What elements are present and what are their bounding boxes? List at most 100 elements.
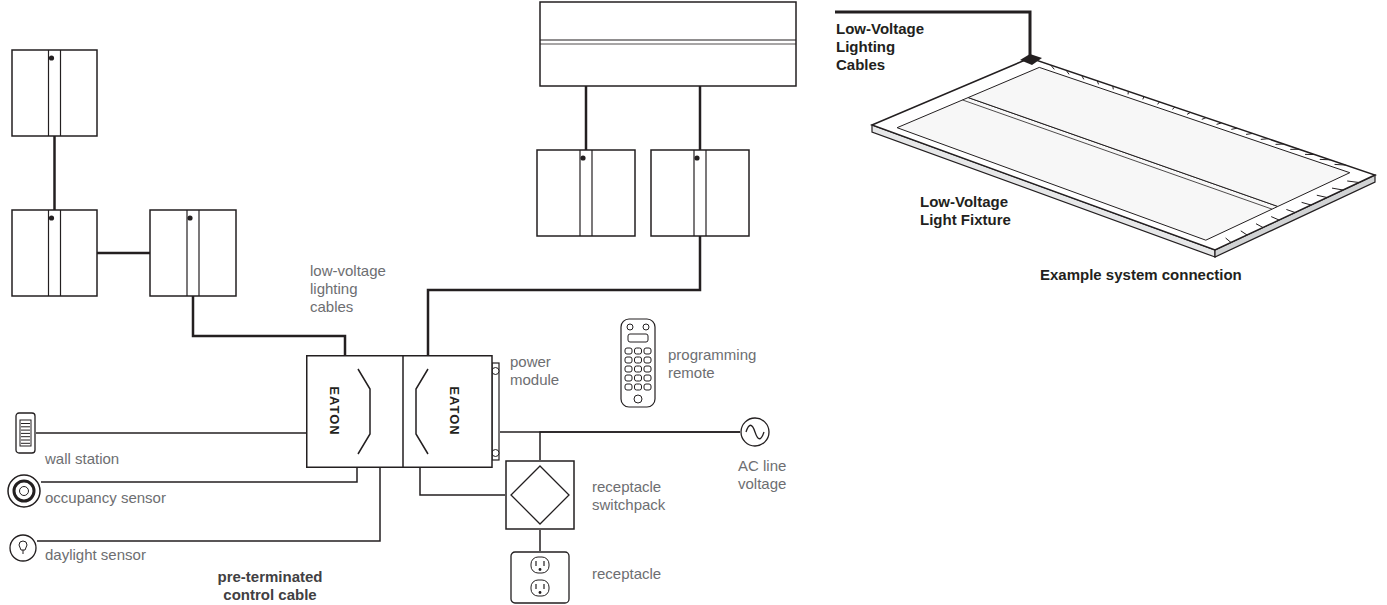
- light-fixture: [150, 210, 236, 296]
- vent-slot: [1317, 195, 1327, 197]
- lighting-cable: [97, 252, 150, 255]
- ac-source: AC line voltage: [740, 417, 770, 447]
- fixture-housing: [651, 150, 749, 236]
- vent-slot: [1082, 76, 1084, 80]
- linear-fixture: [540, 2, 796, 86]
- fixture-housing: [537, 150, 635, 236]
- remote-button: [625, 366, 632, 372]
- tab: [492, 363, 499, 460]
- control-cable: [37, 468, 380, 541]
- fixture-strip: [705, 150, 706, 236]
- fixture-port: [694, 155, 699, 160]
- sensor-body: [10, 535, 36, 561]
- device-label: programming remote: [668, 346, 773, 382]
- fixture-strip: [186, 210, 187, 296]
- keypad-button: [21, 423, 30, 424]
- lighting-cable: [53, 136, 56, 210]
- fixture-port: [49, 55, 54, 60]
- remote-button: [625, 375, 632, 381]
- vent-slot: [1128, 91, 1129, 94]
- sensor-eye: [23, 550, 24, 554]
- vent-slot: [1347, 181, 1359, 183]
- fixture-port: [580, 155, 585, 160]
- remote-display: [628, 334, 648, 342]
- vent-slot: [1271, 217, 1279, 220]
- vent-slot: [1097, 81, 1098, 85]
- outlet-slot: [535, 584, 536, 589]
- cable-label: pre-terminated control cable: [205, 568, 335, 604]
- outlet-slot: [535, 561, 536, 566]
- screw: [492, 450, 499, 457]
- vent-slot: [1320, 159, 1330, 160]
- switchpack: receptacle switchpack: [505, 460, 575, 530]
- node-icon: [505, 460, 575, 530]
- vent-slot: [1143, 97, 1144, 100]
- switchpack-face: [511, 466, 569, 524]
- wall-station: wall station: [15, 412, 36, 454]
- switchpack-box: [506, 461, 574, 529]
- vent-slot: [1172, 107, 1175, 109]
- light-fixture: [12, 50, 97, 136]
- device-label: receptacle switchpack: [592, 478, 687, 514]
- keypad-button: [21, 426, 30, 427]
- node-icon: [7, 474, 41, 508]
- cable-label: low-voltage lighting cables: [310, 262, 395, 316]
- module-bracket: [416, 369, 428, 454]
- device-label: daylight sensor: [45, 546, 146, 564]
- remote-button: [627, 324, 633, 330]
- screw: [492, 368, 499, 375]
- fixture-housing: [540, 2, 796, 86]
- keypad: [20, 420, 31, 446]
- sensor-ring: [14, 481, 34, 501]
- tray-top: [872, 58, 1375, 250]
- device-label: receptacle: [592, 565, 661, 583]
- outlet: [531, 557, 549, 573]
- remote-button: [643, 324, 649, 330]
- fixture-housing: [150, 210, 236, 296]
- remote-button: [635, 375, 642, 381]
- figure-caption: Example system connection: [1040, 266, 1242, 284]
- vent-slot: [1256, 224, 1263, 228]
- vent-slot: [1286, 209, 1295, 212]
- fixture-housing: [12, 210, 97, 296]
- vent-slot: [1051, 65, 1055, 69]
- keypad-button: [21, 443, 30, 444]
- callout-label: Low-Voltage Light Fixture: [920, 193, 1032, 229]
- remote-button: [644, 384, 651, 390]
- remote-button: [644, 375, 651, 381]
- device-label: AC line voltage: [738, 457, 800, 493]
- keypad-button: [21, 440, 30, 441]
- center-rail: [963, 100, 1273, 209]
- node-icon: [9, 534, 37, 562]
- vent-slot: [1261, 138, 1268, 140]
- callout-label: Low-Voltage Lighting Cables: [836, 20, 938, 74]
- remote-button: [635, 357, 642, 363]
- vent-slot: [1226, 238, 1231, 243]
- light-fixture: [537, 150, 635, 236]
- occupancy-sensor: occupancy sensor: [7, 474, 41, 508]
- sensor-lens: [20, 487, 29, 496]
- outlet-slot: [543, 561, 544, 566]
- control-cable: [36, 432, 306, 434]
- remote-button: [644, 348, 651, 354]
- module-housing: [403, 356, 492, 468]
- vent-slot: [1302, 202, 1311, 205]
- outlet-slot: [543, 584, 544, 589]
- vent-slot: [1066, 70, 1069, 74]
- device-label: power module: [510, 353, 572, 389]
- remote-button: [644, 357, 651, 363]
- keypad-button: [21, 436, 30, 437]
- fixture-strip: [60, 210, 61, 296]
- receptacle-plate: [511, 552, 569, 603]
- remote-button: [635, 384, 642, 390]
- control-cable: [41, 468, 357, 482]
- fixture-strip: [579, 150, 580, 236]
- lighting-cable: [428, 236, 700, 355]
- programming-remote: programming remote: [620, 318, 656, 408]
- cable-connector: [1020, 54, 1042, 65]
- device-label: occupancy sensor: [45, 489, 166, 507]
